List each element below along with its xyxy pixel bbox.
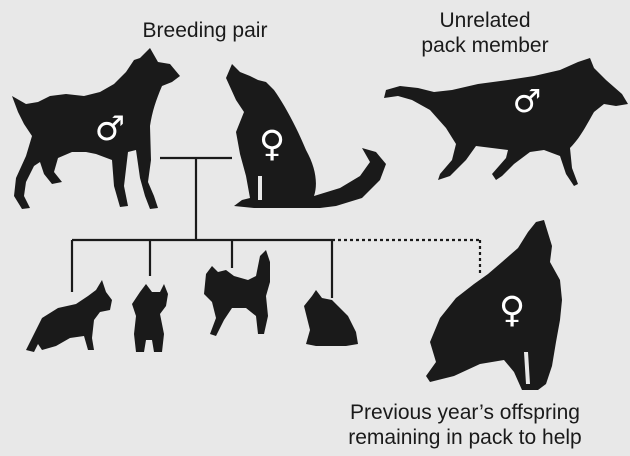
unrelated-wolf-icon bbox=[384, 58, 628, 186]
pup-icon bbox=[304, 290, 358, 346]
previous-line-2: remaining in pack to help bbox=[300, 425, 630, 450]
breeding-pair-text: Breeding pair bbox=[115, 18, 295, 43]
unrelated-member-label: Unrelated pack member bbox=[385, 8, 585, 58]
male-symbol: ♂ bbox=[95, 109, 125, 149]
pup-icon bbox=[204, 250, 270, 336]
female-symbol: ♀ bbox=[499, 290, 525, 331]
female-leg-highlight bbox=[258, 176, 262, 200]
unrelated-line-2: pack member bbox=[385, 33, 585, 58]
previous-offspring-label: Previous year’s offspring remaining in p… bbox=[300, 400, 630, 450]
female-symbol: ♀ bbox=[259, 124, 285, 165]
female-wolf-icon bbox=[226, 64, 386, 208]
yearling-wolf-icon bbox=[426, 220, 562, 390]
male-symbol: ♂ bbox=[513, 82, 542, 120]
unrelated-line-1: Unrelated bbox=[385, 8, 585, 33]
breeding-pair-label: Breeding pair bbox=[115, 18, 295, 43]
pup-icon bbox=[26, 280, 112, 352]
previous-line-1: Previous year’s offspring bbox=[300, 400, 630, 425]
pup-icon bbox=[132, 284, 168, 352]
